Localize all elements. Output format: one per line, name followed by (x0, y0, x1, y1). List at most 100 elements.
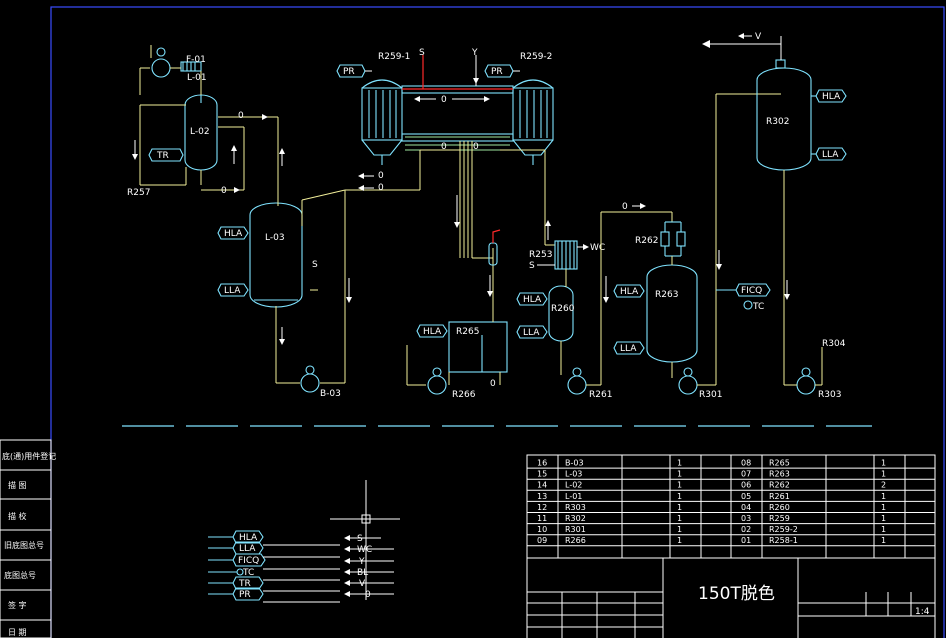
vessel-r263: R263 (646, 264, 698, 363)
side-label-3: 旧底图总号 (4, 540, 44, 550)
label-r301: R301 (699, 390, 722, 400)
parts-left-row-1-qty: 1 (677, 470, 682, 479)
parts-right-row-1-code: R263 (769, 470, 790, 479)
parts-left-row-0-no: 16 (537, 459, 547, 468)
pump-r303: R303 (796, 367, 841, 400)
tag-lla-r263-text: LLA (620, 344, 637, 354)
stream-s-r253: S (529, 261, 535, 271)
stream-0-c: 0 (378, 171, 384, 181)
stream-wc-r253: WC (590, 243, 605, 253)
label-b03: B-03 (320, 389, 341, 399)
parts-left-row-0-code: B-03 (565, 459, 584, 468)
label-r261: R261 (589, 390, 612, 400)
legend-tag-ficq: FICQ (232, 553, 266, 567)
label-l02: L-02 (190, 127, 210, 137)
parts-right-row-7-no: 01 (741, 536, 751, 545)
parts-right-row-5-qty: 1 (881, 514, 886, 523)
parts-left-row-2-code: L-02 (565, 481, 582, 490)
tag-hla-l03: HLA (217, 226, 249, 240)
vessel-l03: L-03 (249, 202, 303, 308)
label-r303: R303 (818, 390, 841, 400)
parts-right-row-6-code: R259-2 (769, 525, 798, 534)
side-label-4: 底图总号 (4, 570, 36, 580)
stream-0-h: 0 (490, 379, 496, 389)
pump-r266: R266 (427, 367, 476, 400)
label-r262: R262 (635, 236, 658, 246)
legend-tag-lla-text: LLA (239, 544, 256, 554)
stream-s-l03: S (312, 260, 318, 270)
vessel-r265: R265 (448, 321, 508, 373)
legend-tag-tr-text: TR (238, 579, 251, 589)
tag-ficq: FICQ (735, 283, 771, 297)
legend-line-y: Y (344, 557, 394, 567)
parts-left-row-5-no: 11 (537, 514, 547, 523)
parts-right-row-7-qty: 1 (881, 536, 886, 545)
parts-right-row-1-qty: 1 (881, 470, 886, 479)
legend-tag-ficq-text: FICQ (238, 556, 259, 566)
tag-lla-l03: LLA (217, 283, 249, 297)
parts-right-row-6-qty: 1 (881, 525, 886, 534)
tag-lla-r302-text: LLA (822, 150, 839, 160)
parts-left-row-2-no: 14 (537, 481, 547, 490)
drawing-scale: 1:4 (915, 607, 930, 617)
stream-0-g: 0 (473, 142, 479, 152)
vessel-r302: R302 (756, 59, 812, 171)
legend-line-s: S (344, 534, 381, 544)
label-r265: R265 (456, 327, 479, 337)
legend: HLA LLA FICQ TC TR PR (208, 480, 400, 603)
parts-left-row-2-qty: 1 (677, 481, 682, 490)
tag-tc-text: TC (752, 302, 764, 312)
vessel-l02: L-02 (184, 94, 218, 171)
stream-0-b: 0 (221, 186, 227, 196)
parts-right-row-6-no: 02 (741, 525, 751, 534)
tag-pr-1: PR (336, 64, 366, 78)
drawing-title: 150T脱色 (698, 584, 775, 604)
parts-right-row-2-no: 06 (741, 481, 751, 490)
drawing-border (50, 6, 945, 638)
parts-right-row-4-no: 04 (741, 503, 751, 512)
parts-right-row-5-no: 03 (741, 514, 751, 523)
legend-tag-pr: PR (232, 587, 264, 601)
parts-left-row-4-code: R303 (565, 503, 586, 512)
pump-filter-f01: F-01 L-01 (139, 47, 207, 95)
tag-pr-2: PR (484, 64, 514, 78)
tag-tc: TC (743, 300, 764, 312)
legend-line-s-text: S (357, 534, 363, 544)
stream-v-top: V (755, 32, 762, 42)
legend-line-bl: BL (344, 568, 394, 578)
parts-left-row-5-qty: 1 (677, 514, 682, 523)
parts-left-row-3-code: L-01 (565, 492, 582, 501)
tag-lla-l03-text: LLA (224, 286, 241, 296)
pump-b03: B-03 (300, 365, 341, 399)
parts-left-row-1-no: 15 (537, 470, 547, 479)
parts-left-row-6-qty: 1 (677, 525, 682, 534)
tag-hla-r260-text: HLA (523, 295, 542, 305)
legend-line-v: V (344, 579, 394, 589)
parts-left-row-7-no: 09 (537, 536, 547, 545)
label-l01: L-01 (187, 73, 207, 83)
legend-line-y-text: Y (358, 557, 365, 567)
tag-hla-r265: HLA (416, 324, 448, 338)
label-l03: L-03 (265, 233, 285, 243)
parts-right-row-0-qty: 1 (881, 459, 886, 468)
parts-left-row-7-code: R266 (565, 536, 586, 545)
label-r302: R302 (766, 117, 789, 127)
tag-hla-r260: HLA (516, 292, 548, 306)
exchanger-r259-1: R259-1 (361, 52, 410, 165)
legend-line-wc: WC (344, 545, 394, 555)
tag-hla-r263: HLA (613, 284, 645, 298)
title-block: 150T脱色 1:4 (526, 557, 936, 638)
vessel-r260: R260 (548, 285, 575, 342)
legend-line-v-text: V (359, 579, 366, 589)
parts-right-row-2-code: R262 (769, 481, 790, 490)
tag-pr-1-text: PR (343, 67, 355, 77)
label-f01: F-01 (186, 55, 206, 65)
legend-tag-pr-text: PR (239, 590, 251, 600)
parts-right-row-3-qty: 1 (881, 492, 886, 501)
stream-0-d: 0 (378, 183, 384, 193)
legend-line-bl-text: BL (357, 568, 368, 578)
legend-tag-tr: TR (232, 576, 264, 590)
